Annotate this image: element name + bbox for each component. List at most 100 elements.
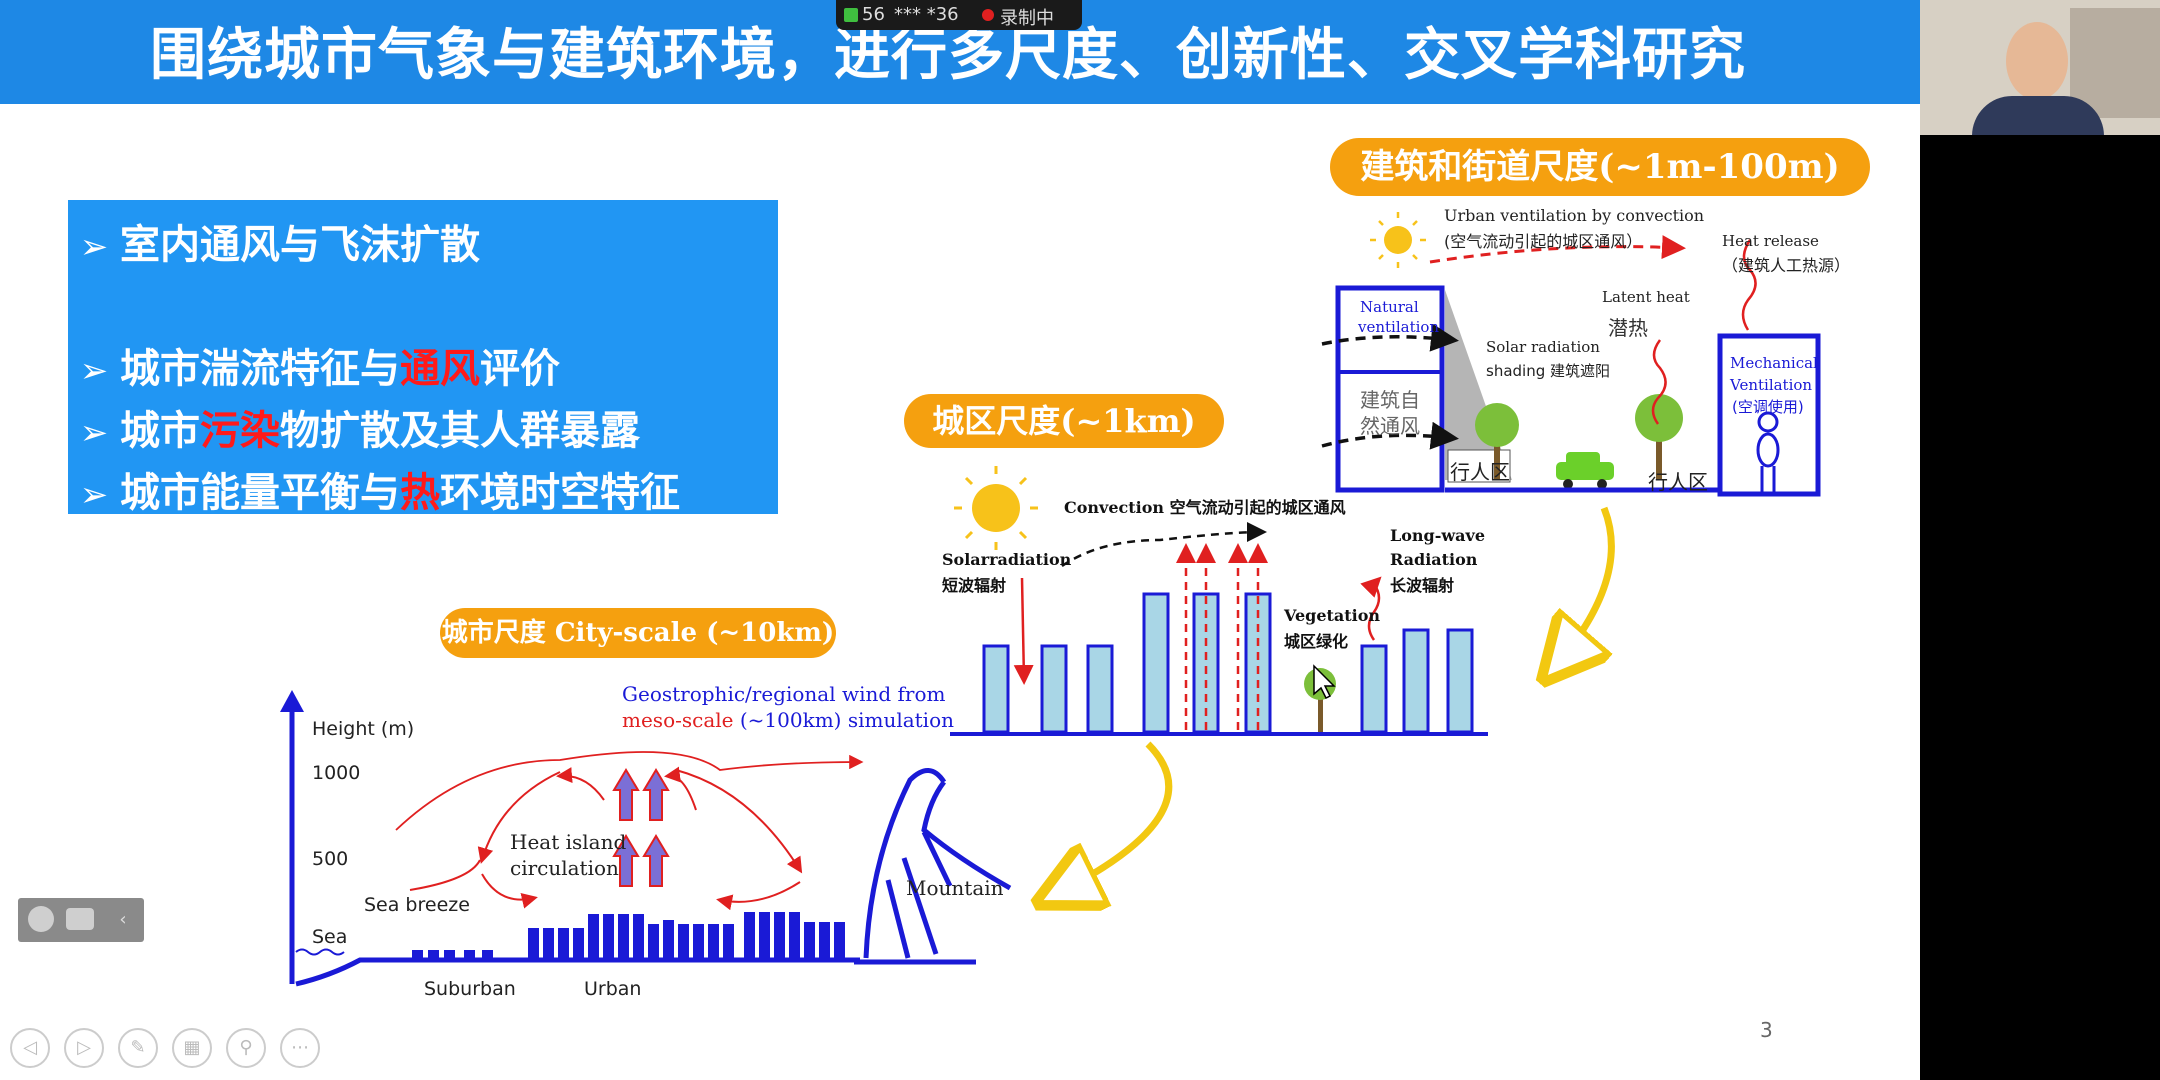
bullet-text: 环境时空特征 (440, 470, 680, 516)
meso-scale-label: meso-scale (622, 708, 734, 732)
mechanical-ventilation-label: Ventilation (1730, 376, 1813, 394)
city-building-bar (819, 922, 830, 958)
district-scale-tag: 城区尺度(~1km) (904, 394, 1224, 448)
mechanical-ventilation-label: (空调使用) (1732, 398, 1804, 416)
mountain-icon (863, 768, 1012, 959)
city-building-bar (693, 924, 704, 958)
city-building-bar (759, 912, 770, 958)
latent-heat-cn-label: 潜热 (1608, 316, 1648, 340)
bullet-text: 城市湍流特征与 (120, 346, 400, 392)
geostrophic-wind-label: meso-scale (~100km) simulation (622, 708, 954, 732)
mechanical-ventilation-label: Mechanical (1730, 354, 1818, 372)
floating-toolbar[interactable]: ‹ (18, 898, 144, 942)
pen-icon[interactable]: ✎ (118, 1028, 158, 1068)
urban-ventilation-cn-label: (空气流动引起的城区通风） (1444, 232, 1643, 251)
zoom-icon[interactable]: ⚲ (226, 1028, 266, 1068)
slide: 围绕城市气象与建筑环境，进行多尺度、创新性、交叉学科研究 ➢室内通风与飞沫扩散 … (0, 0, 1920, 1080)
geostrophic-wind-label: Geostrophic/regional wind from (622, 682, 946, 706)
height-axis-label: Height (m) (312, 718, 415, 740)
bullet-text: 物扩散及其人群暴露 (280, 408, 640, 454)
city-building-bar (558, 928, 569, 958)
vegetation-label: Vegetation (1284, 606, 1381, 625)
cursor-icon (1313, 664, 1336, 700)
city-building-bar (708, 924, 719, 958)
urban-ventilation-label: Urban ventilation by convection (1444, 206, 1705, 225)
bullet-text: 城市 (120, 408, 200, 454)
chat-icon[interactable] (66, 908, 94, 930)
emoji-icon[interactable] (28, 906, 54, 932)
city-building-bar (573, 928, 584, 958)
city-building-bar (663, 920, 674, 958)
city-scale-diagram (280, 690, 1012, 987)
pedestrian-zone-label: 行人区 (1450, 460, 1510, 484)
presenter-body (1972, 96, 2104, 135)
person-icon (1756, 411, 1780, 492)
city-building-bar (482, 950, 493, 958)
pedestrian-zone-label: 行人区 (1648, 470, 1708, 494)
collapse-icon[interactable]: ‹ (119, 909, 127, 930)
simulation-label: (~100km) simulation (733, 708, 955, 732)
presenter-face (2006, 22, 2068, 100)
bullet-box: ➢室内通风与飞沫扩散 ➢城市湍流特征与通风评价 ➢城市污染物扩散及其人群暴露 ➢… (68, 200, 778, 516)
slides-grid-icon[interactable]: ▦ (172, 1028, 212, 1068)
bullet-item: ➢城市湍流特征与通风评价 (68, 336, 560, 394)
city-building-bar (444, 950, 455, 958)
height-tick-label: 500 (312, 848, 349, 870)
presenter-webcam[interactable] (1920, 0, 2160, 135)
height-tick-label: 1000 (312, 762, 361, 784)
natural-ventilation-cn-label: 建筑自 (1360, 388, 1420, 412)
record-icon (982, 9, 994, 21)
suburban-label: Suburban (424, 978, 516, 1000)
natural-ventilation-cn-label: 然通风 (1360, 414, 1420, 438)
bullet-text: 室内通风与飞沫扩散 (120, 222, 480, 268)
recording-status-bar: 56 *** *36 录制中 (836, 0, 1082, 30)
bullet-text: 城市能量平衡与 (120, 470, 400, 516)
tree-icon (1635, 394, 1683, 480)
bullet-item: ➢ 城市污染物扩散及其人群暴露 (68, 398, 640, 456)
city-building-bar (543, 928, 554, 958)
mountain-label: Mountain (906, 876, 1004, 900)
solar-radiation-label: Solarradiation (942, 550, 1072, 569)
signal-icon (844, 8, 858, 22)
district-scale-diagram (950, 466, 1488, 896)
city-building-bar (789, 912, 800, 958)
bullet-highlight: 污染 (200, 408, 280, 454)
bullet-item: ➢室内通风与飞沫扩散 (68, 212, 480, 270)
sea-label: Sea (312, 926, 348, 948)
longwave-cn-label: 长波辐射 (1390, 576, 1455, 595)
city-building-bar (834, 922, 845, 958)
recording-status: 录制中 (1000, 8, 1054, 29)
bullet-arrow-icon: ➢ (79, 351, 109, 391)
bullet-arrow-icon: ➢ (79, 413, 109, 453)
heat-island-label: circulation (510, 856, 619, 880)
convection-label: Convection 空气流动引起的城区通风 (1064, 498, 1346, 517)
next-slide-icon[interactable]: ▷ (64, 1028, 104, 1068)
sun-icon (1370, 212, 1426, 268)
city-building-bar (618, 914, 629, 958)
city-building-bar (588, 914, 599, 958)
natural-ventilation-label: ventilation (1358, 318, 1440, 336)
building-scale-tag: 建筑和街道尺度(~1m-100m) (1330, 138, 1870, 196)
longwave-label: Radiation (1390, 550, 1478, 569)
slide-title: 围绕城市气象与建筑环境，进行多尺度、创新性、交叉学科研究 (150, 23, 1746, 88)
bullet-highlight: 通风 (400, 346, 480, 392)
sun-icon (954, 466, 1038, 550)
city-building-bar (648, 924, 659, 958)
city-building-bar (603, 914, 614, 958)
urban-label: Urban (584, 978, 642, 1000)
solar-radiation-cn-label: 短波辐射 (942, 576, 1007, 595)
bullet-highlight: 热 (400, 470, 440, 516)
page-number: 3 (1760, 1018, 1773, 1042)
previous-slide-icon[interactable]: ◁ (10, 1028, 50, 1068)
more-options-icon[interactable]: ⋯ (280, 1028, 320, 1068)
longwave-label: Long-wave (1390, 526, 1485, 545)
car-icon (1556, 452, 1614, 489)
city-building-bar (678, 924, 689, 958)
natural-ventilation-label: Natural (1360, 298, 1419, 316)
tree-icon (1475, 403, 1519, 480)
heat-release-label: Heat release (1722, 232, 1819, 250)
vegetation-cn-label: 城区绿化 (1284, 632, 1349, 651)
latent-heat-label: Latent heat (1602, 288, 1690, 306)
solar-shading-label: shading 建筑遮阳 (1486, 362, 1610, 380)
city-building-bar (804, 922, 815, 958)
